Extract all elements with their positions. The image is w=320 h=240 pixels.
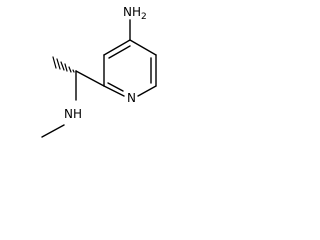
side-chain	[41, 70, 105, 138]
bond-n-methyl	[41, 124, 65, 138]
ring-bond-n-c2	[103, 85, 125, 97]
pyridine-nitrogen-label: N	[127, 91, 136, 105]
bond-c2-chiral	[75, 70, 105, 87]
methylamino-label: NH	[64, 107, 82, 121]
hashed-wedge-bond	[52, 56, 75, 73]
ring-bond-c3-c4-inner	[108, 45, 131, 59]
ring-bond-c6-n	[137, 85, 157, 97]
ring-bond-n-c2-inner	[107, 82, 124, 92]
amine-label: NH2	[123, 5, 147, 22]
ring-bond-c4-c5	[129, 39, 157, 56]
ring-bond-c3-c4	[103, 39, 131, 56]
structure-diagram: NH2 N NH	[41, 5, 157, 138]
pyridine-ring	[103, 39, 157, 97]
